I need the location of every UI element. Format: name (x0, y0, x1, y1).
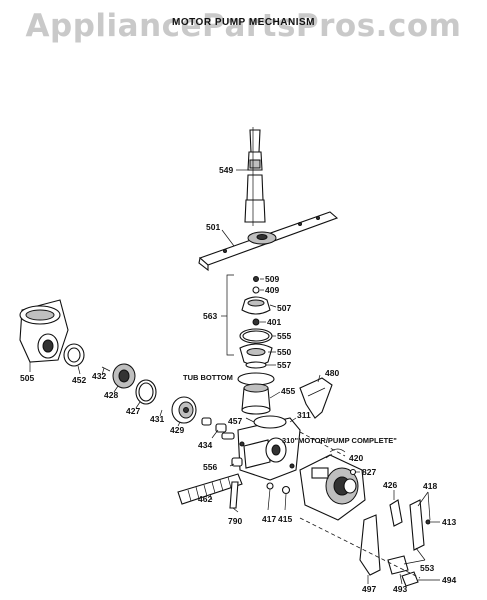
label-434: 434 (198, 440, 212, 450)
watermark: AppliancePartsPros.com (25, 8, 462, 44)
assembly-line (299, 517, 421, 579)
spray-arm (198, 211, 339, 272)
label-556: 556 (203, 462, 217, 472)
motor (299, 454, 366, 521)
label-455: 455 (281, 386, 295, 396)
label-497: 497 (362, 584, 376, 594)
impeller (171, 396, 197, 424)
label-429: 429 (170, 425, 184, 435)
label-549: 549 (219, 165, 233, 175)
label-480: 480 (325, 368, 339, 378)
label-507: 507 (277, 303, 291, 313)
label-413: 413 (442, 517, 456, 527)
label-432: 432 (92, 371, 106, 381)
mount-493 (387, 555, 409, 575)
label-553: 553 (420, 563, 434, 573)
label-555: 555 (277, 331, 291, 341)
label-426: 426 (383, 480, 397, 490)
label-563: 563 (203, 311, 217, 321)
seal-ring (112, 363, 136, 389)
label-420: 420 (349, 453, 363, 463)
tub-bottom-gasket (237, 372, 275, 386)
label-tub-bottom: TUB BOTTOM (183, 373, 233, 382)
label-310-motor-pump-complete: 310"MOTOR/PUMP COMPLETE" (282, 436, 397, 445)
bracket-418 (409, 499, 431, 551)
label-557: 557 (277, 360, 291, 370)
label-501: 501 (206, 222, 220, 232)
inlet-housing (19, 299, 69, 363)
fitting-827 (349, 468, 357, 476)
label-493: 493 (393, 584, 407, 594)
hub-assembly-group (239, 276, 273, 369)
coil-hose (177, 473, 243, 505)
label-452: 452 (72, 375, 86, 385)
label-790: 790 (228, 516, 242, 526)
label-494: 494 (442, 575, 456, 585)
label-427: 427 (126, 406, 140, 416)
pad-494 (401, 571, 419, 587)
label-462: 462 (198, 494, 212, 504)
pump-hub (241, 383, 271, 415)
small-fittings (201, 417, 235, 440)
duct-part (299, 377, 333, 419)
assembly-line (299, 431, 346, 457)
drain-tube (229, 481, 239, 509)
label-550: 550 (277, 347, 291, 357)
leader-lines (29, 169, 440, 585)
label-509: 509 (265, 274, 279, 284)
label-311: 311 (297, 410, 311, 420)
bracket-426 (389, 499, 403, 527)
label-827: 827 (362, 467, 376, 477)
label-431: 431 (150, 414, 164, 424)
diagram-title: MOTOR PUMP MECHANISM (172, 17, 315, 28)
mount-497 (359, 514, 381, 576)
pin-part (101, 366, 111, 372)
washer-415 (281, 485, 291, 495)
clip-420 (329, 448, 346, 453)
washer-417 (266, 482, 274, 490)
clamp-ring (63, 343, 85, 367)
label-457: 457 (228, 416, 242, 426)
label-417: 417 (262, 514, 276, 524)
label-409: 409 (265, 285, 279, 295)
fitting-556 (231, 457, 243, 467)
gasket-inner (138, 382, 154, 402)
label-418: 418 (423, 481, 437, 491)
label-401: 401 (267, 317, 281, 327)
upper-spray-tube (244, 127, 266, 226)
pump-housing (237, 415, 301, 481)
label-505: 505 (20, 373, 34, 383)
label-428: 428 (104, 390, 118, 400)
label-415: 415 (278, 514, 292, 524)
